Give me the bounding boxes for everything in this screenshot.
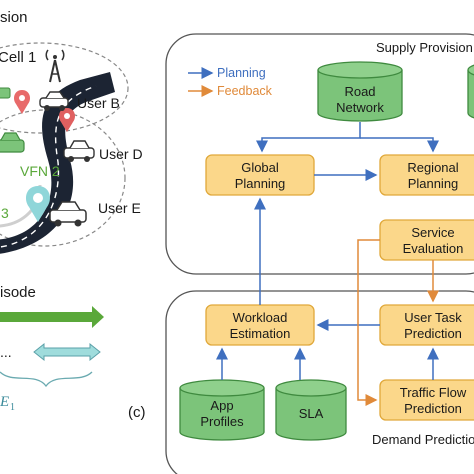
location-pin-icon <box>26 186 50 222</box>
panel-label: (c) <box>128 404 146 421</box>
traffic-flow-prediction-line2: Prediction <box>404 401 462 416</box>
vfn-label: VFN 2 <box>20 163 60 179</box>
location-pin-icon <box>14 90 30 114</box>
road-to-regional-arrow <box>360 137 439 153</box>
partial-database <box>467 64 474 119</box>
episode-arrow <box>0 306 104 328</box>
road-lane-marking <box>0 85 97 248</box>
service-evaluation-line2: Evaluation <box>403 241 464 256</box>
car-icon <box>49 201 87 227</box>
app-profiles-line2: Profiles <box>200 414 244 429</box>
app-profiles-line1: App <box>210 398 233 413</box>
evaluation-to-traffic-arrow <box>357 239 380 406</box>
vfn-car-icon <box>0 87 25 153</box>
scenario-illustration: sion Cell 1 <box>0 9 143 413</box>
workload-estimation-line1: Workload <box>233 310 288 325</box>
service-evaluation-line1: Service <box>411 225 454 240</box>
road-network-database: Road Network <box>317 61 403 122</box>
ellipsis: ... <box>0 344 12 360</box>
block-diagram: Supply Provision Demand Prediction Plann… <box>165 33 474 474</box>
traffic-flow-prediction-line1: Traffic Flow <box>400 385 467 400</box>
cell-coverage-upper <box>0 42 129 134</box>
e-subscript: 1 <box>10 402 15 413</box>
supply-provision-title: Supply Provision <box>376 40 473 55</box>
regional-planning-box: Regional Planning <box>379 154 474 196</box>
legend-planning-label: Planning <box>217 66 266 80</box>
sla-database: SLA <box>275 379 347 441</box>
global-planning-line1: Global <box>241 160 279 175</box>
car-icon <box>63 140 95 162</box>
user-task-prediction-box: User Task Prediction <box>379 304 474 346</box>
road-to-global-arrow <box>256 122 361 153</box>
user-d-label: User D <box>99 146 143 162</box>
global-planning-line2: Planning <box>235 176 286 191</box>
user-task-prediction-line1: User Task <box>404 310 462 325</box>
road-network-label-line1: Road <box>344 84 375 99</box>
cell-coverage-lower <box>0 109 126 247</box>
episode-label-fragment: isode <box>0 284 36 301</box>
cell-tower-icon <box>45 49 65 83</box>
supply-provision-container <box>165 33 474 275</box>
demand-prediction-container <box>165 290 474 474</box>
cell-label: Cell 1 <box>0 49 36 66</box>
location-pin-icon <box>59 108 75 132</box>
vfn-number-fragment: 3 <box>1 205 9 221</box>
user-task-prediction-line2: Prediction <box>404 326 462 341</box>
user-e-label: User E <box>98 200 141 216</box>
global-planning-box: Global Planning <box>205 154 315 196</box>
brace <box>0 371 93 388</box>
service-evaluation-box: Service Evaluation <box>379 219 474 261</box>
user-b-label: User B <box>77 95 120 111</box>
workload-estimation-line2: Estimation <box>230 326 291 341</box>
road-network-label-line2: Network <box>336 100 384 115</box>
sla-label: SLA <box>299 406 324 421</box>
traffic-flow-prediction-box: Traffic Flow Prediction <box>379 379 474 421</box>
regional-planning-line2: Planning <box>408 176 459 191</box>
section-title-fragment: sion <box>0 9 28 26</box>
e-label: E <box>0 394 9 410</box>
workload-estimation-box: Workload Estimation <box>205 304 315 346</box>
legend-feedback-label: Feedback <box>217 84 273 98</box>
app-profiles-database: App Profiles <box>179 379 265 441</box>
regional-planning-line1: Regional <box>407 160 458 175</box>
car-icon <box>39 91 69 111</box>
demand-prediction-title: Demand Prediction <box>372 432 474 447</box>
time-slot-arrow <box>33 342 101 362</box>
